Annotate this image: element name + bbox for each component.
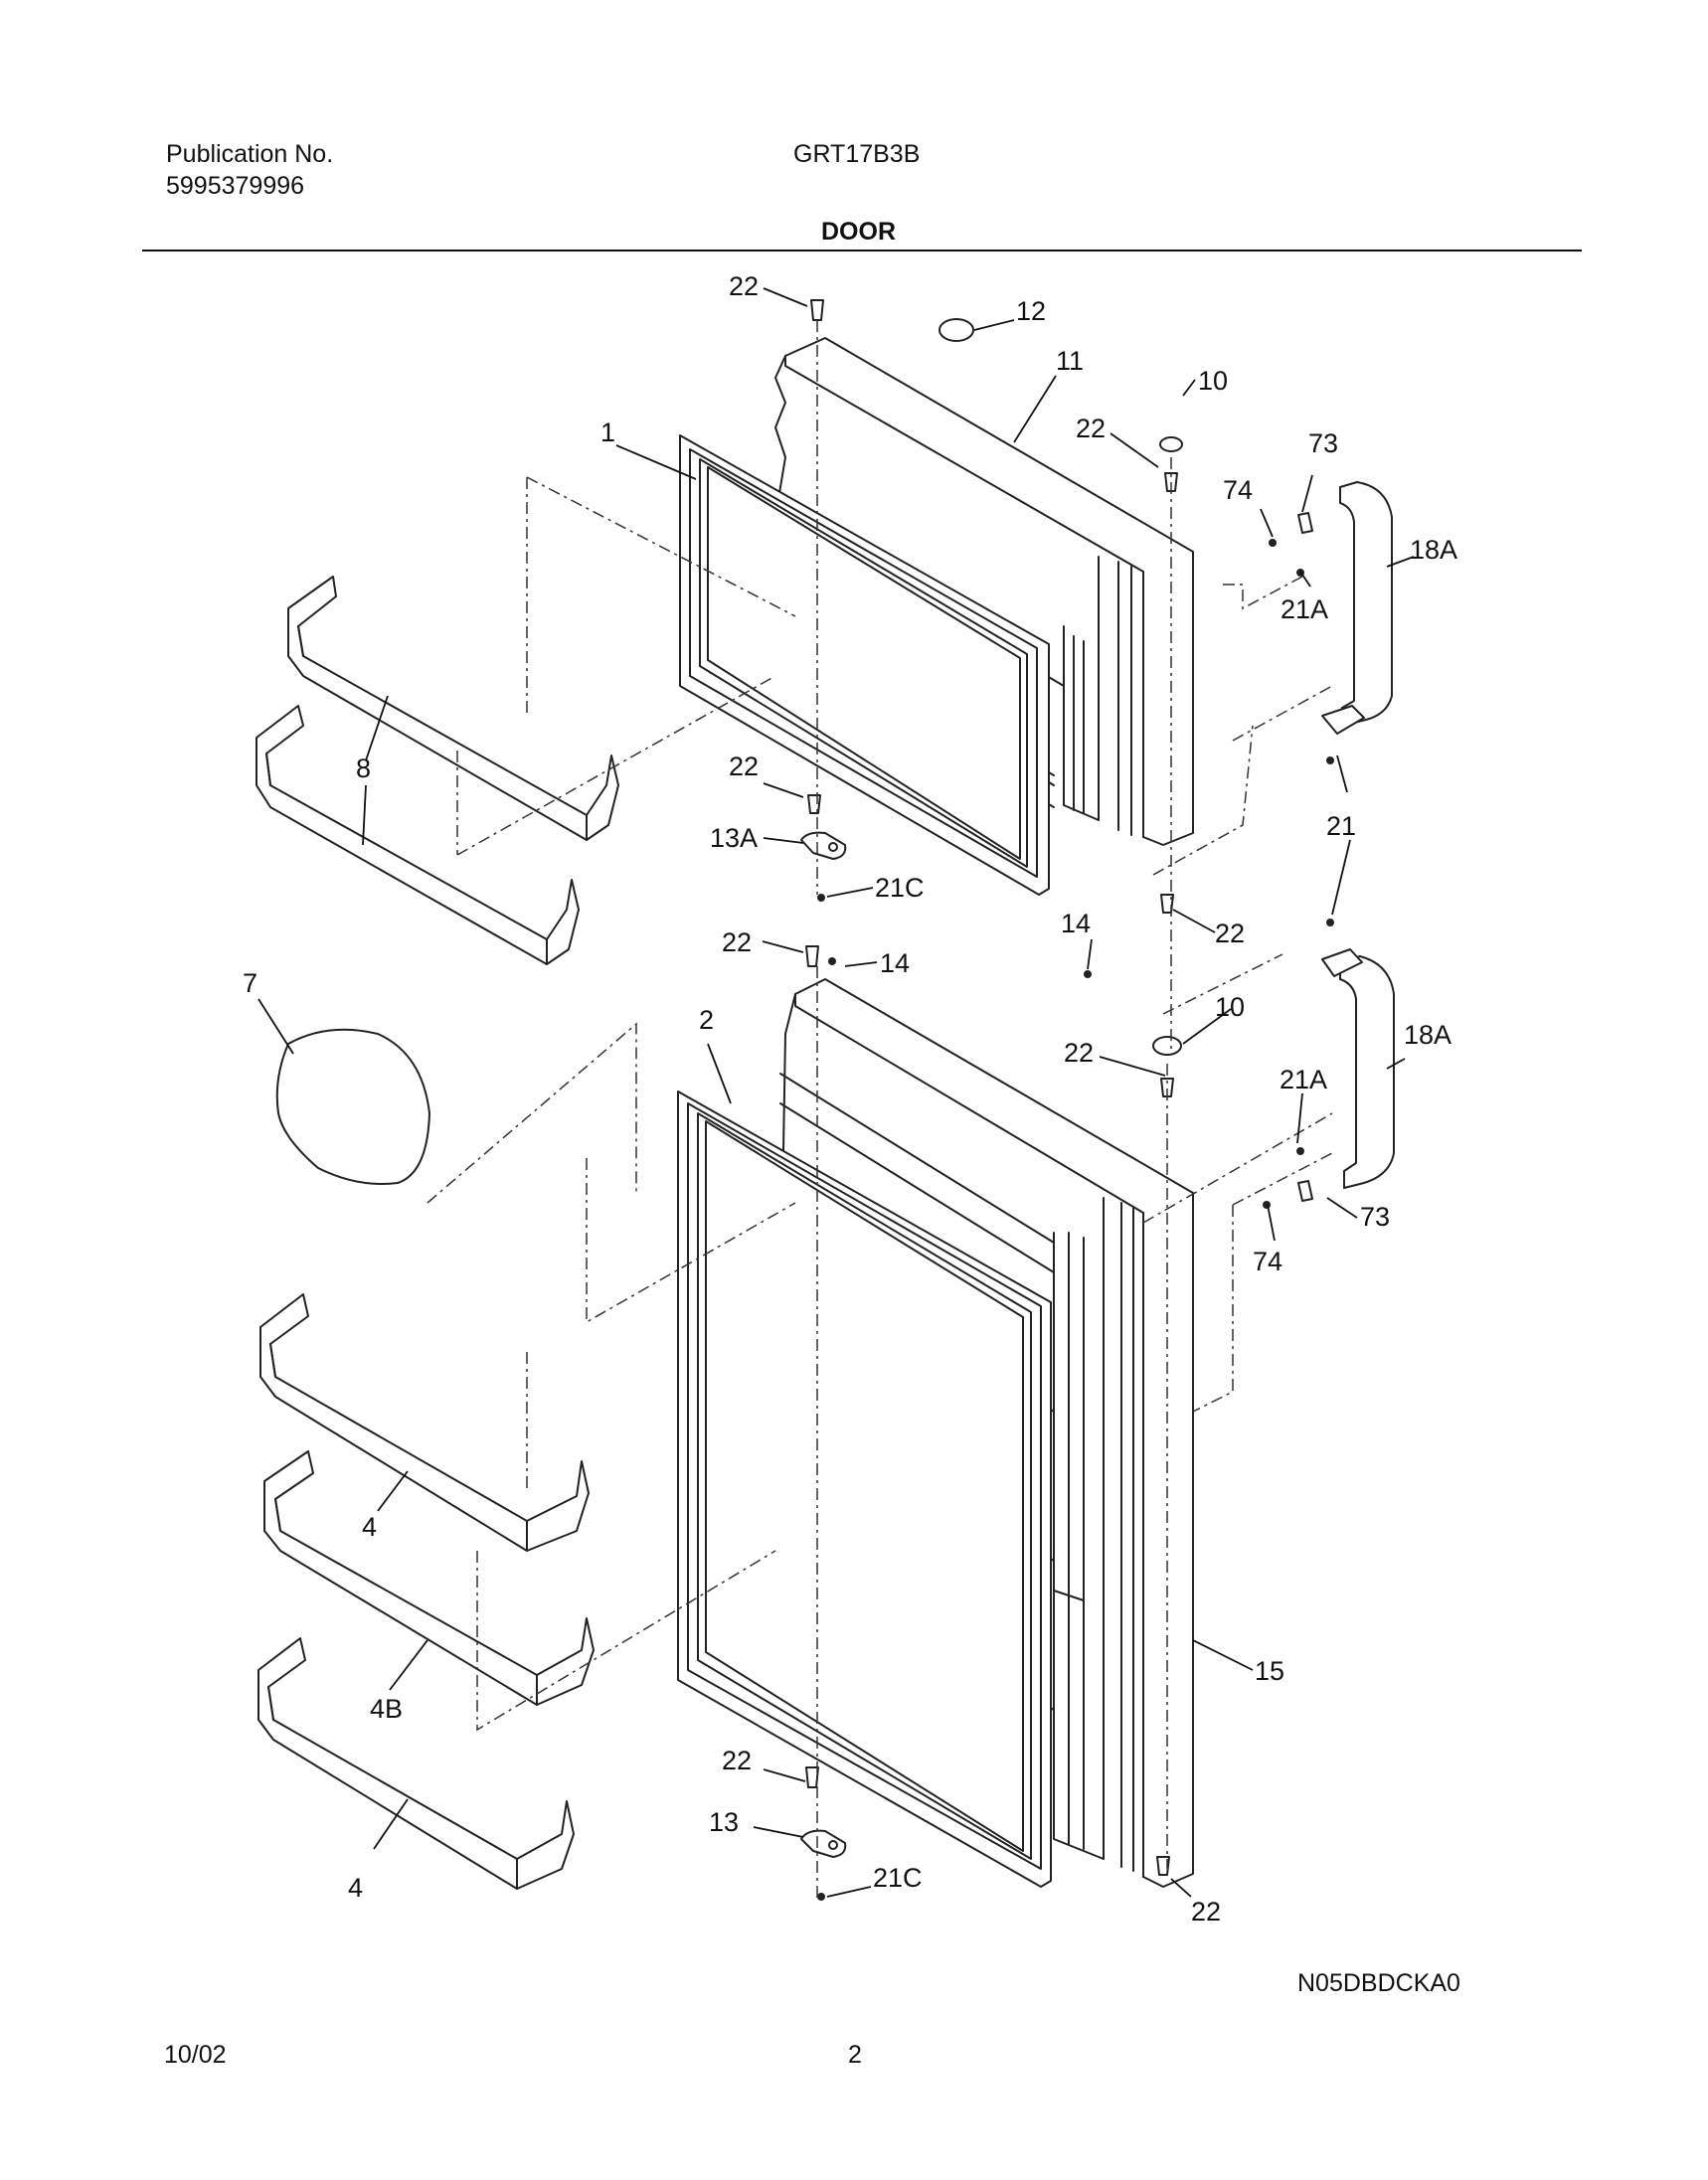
ice-bucket xyxy=(275,1028,430,1185)
assembly-guide-lines xyxy=(427,320,1333,1899)
callout-13a: 13A xyxy=(710,823,758,853)
publication-number: 5995379996 xyxy=(166,172,305,200)
callout-21a: 21A xyxy=(1280,1065,1327,1094)
callout-22: 22 xyxy=(1064,1038,1094,1068)
callout-4: 4 xyxy=(348,1873,363,1903)
freezer-door-gasket xyxy=(679,434,1050,896)
part-callouts: 22 12 11 10 22 1 73 74 18A 21A 8 22 21 1… xyxy=(243,271,1457,1927)
freezer-door-handle xyxy=(1321,481,1393,735)
callout-18a: 18A xyxy=(1410,535,1457,565)
callout-10: 10 xyxy=(1198,366,1228,396)
callout-22: 22 xyxy=(729,271,759,301)
upper-door-bin xyxy=(259,1293,590,1552)
leader-lines xyxy=(257,287,1415,1898)
small-fasteners xyxy=(800,299,1334,1901)
fresh-food-door-handle xyxy=(1321,948,1395,1189)
model-number: GRT17B3B xyxy=(793,140,921,168)
callout-2: 2 xyxy=(699,1005,714,1035)
callout-73: 73 xyxy=(1360,1202,1390,1232)
callout-22: 22 xyxy=(1191,1897,1221,1927)
callout-4: 4 xyxy=(362,1512,377,1542)
fresh-food-door-gasket xyxy=(677,1090,1052,1888)
callout-22: 22 xyxy=(722,927,752,957)
callout-10: 10 xyxy=(1215,992,1245,1022)
callout-8: 8 xyxy=(356,754,371,783)
callout-4b: 4B xyxy=(370,1694,403,1724)
callout-21c: 21C xyxy=(873,1863,923,1893)
callout-21c: 21C xyxy=(875,873,925,903)
callout-21: 21 xyxy=(1326,811,1356,841)
section-title: DOOR xyxy=(821,218,896,246)
callout-22: 22 xyxy=(1076,414,1106,443)
callout-14: 14 xyxy=(880,948,910,978)
callout-73: 73 xyxy=(1308,428,1338,458)
callout-22: 22 xyxy=(1215,919,1245,948)
callout-7: 7 xyxy=(243,968,257,998)
callout-11: 11 xyxy=(1056,346,1084,376)
lower-freezer-shelf xyxy=(256,705,580,965)
page-number: 2 xyxy=(848,2041,862,2069)
callout-15: 15 xyxy=(1255,1656,1284,1686)
upper-freezer-shelf xyxy=(287,576,619,841)
callout-1: 1 xyxy=(600,418,615,447)
callout-13: 13 xyxy=(709,1807,739,1837)
callout-74: 74 xyxy=(1253,1247,1282,1276)
lower-door-bin xyxy=(257,1637,575,1890)
header-rule xyxy=(142,250,1582,252)
callout-74: 74 xyxy=(1223,475,1253,505)
callout-21a: 21A xyxy=(1281,594,1328,624)
callout-18a: 18A xyxy=(1404,1020,1452,1050)
publication-date: 10/02 xyxy=(164,2041,227,2069)
callout-14: 14 xyxy=(1061,909,1091,938)
drawing-code: N05DBDCKA0 xyxy=(1297,1969,1460,1997)
callout-22: 22 xyxy=(729,752,759,781)
callout-12: 12 xyxy=(1016,296,1046,326)
publication-label: Publication No. xyxy=(166,140,334,168)
callout-22: 22 xyxy=(722,1746,752,1775)
